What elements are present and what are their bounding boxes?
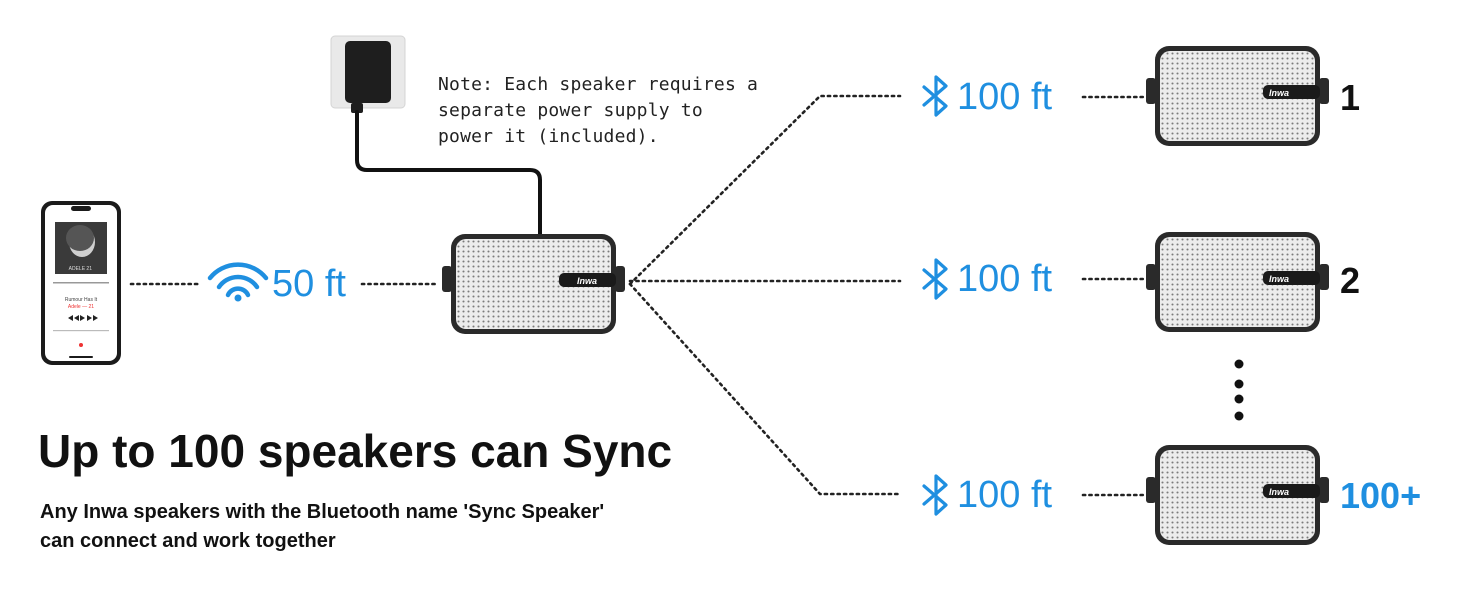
speaker-number-100-plus: 100+ (1340, 475, 1422, 516)
note-line-1: Note: Each speaker requires a (438, 74, 759, 95)
speaker-number-2: 2 (1340, 260, 1361, 301)
bluetooth-icon (922, 258, 948, 300)
subtext: Any Inwa speakers with the Bluetooth nam… (40, 498, 720, 556)
phone-track-title: Rumour Has It (65, 297, 98, 303)
headline: Up to 100 speakers can Sync (38, 425, 673, 477)
phone-icon: ADELE 21 Rumour Has It Adele — 21 (41, 201, 121, 365)
bluetooth-icon (922, 75, 948, 117)
bt-distance-label-2: 100 ft (957, 258, 1053, 300)
connection-lines (129, 94, 1146, 497)
speaker-1-icon: Inwa (1146, 46, 1329, 146)
hub-speaker-icon: Inwa (442, 234, 625, 334)
hub-to-bt3-line (628, 282, 902, 496)
subtext-line-2: can connect and work together (40, 530, 336, 552)
speaker-3-icon: Inwa (1146, 445, 1329, 545)
hub-to-bt1-line (628, 94, 902, 286)
speaker-number-1: 1 (1340, 77, 1361, 118)
phone-track-artist: Adele — 21 (68, 304, 94, 310)
speaker-2-icon: Inwa (1146, 232, 1329, 332)
bt-distance-label-1: 100 ft (957, 76, 1053, 118)
wifi-icon (207, 262, 269, 302)
bluetooth-icon (922, 474, 948, 516)
subtext-line-1: Any Inwa speakers with the Bluetooth nam… (40, 501, 605, 523)
phone-album-text: ADELE 21 (69, 266, 93, 272)
speaker-3-brand: Inwa (1269, 487, 1289, 497)
hub-speaker-brand: Inwa (577, 276, 597, 286)
note-line-2: separate power supply to (438, 100, 703, 121)
speaker-2-brand: Inwa (1269, 274, 1289, 284)
ellipsis-vertical-icon (1234, 359, 1244, 421)
speaker-1-brand: Inwa (1269, 88, 1289, 98)
power-adapter-icon (330, 35, 542, 240)
wifi-distance-label: 50 ft (272, 263, 346, 305)
power-supply-note: Note: Each speaker requires a separate p… (438, 72, 768, 150)
bt-distance-label-3: 100 ft (957, 474, 1053, 516)
note-line-3: power it (included). (438, 126, 659, 147)
